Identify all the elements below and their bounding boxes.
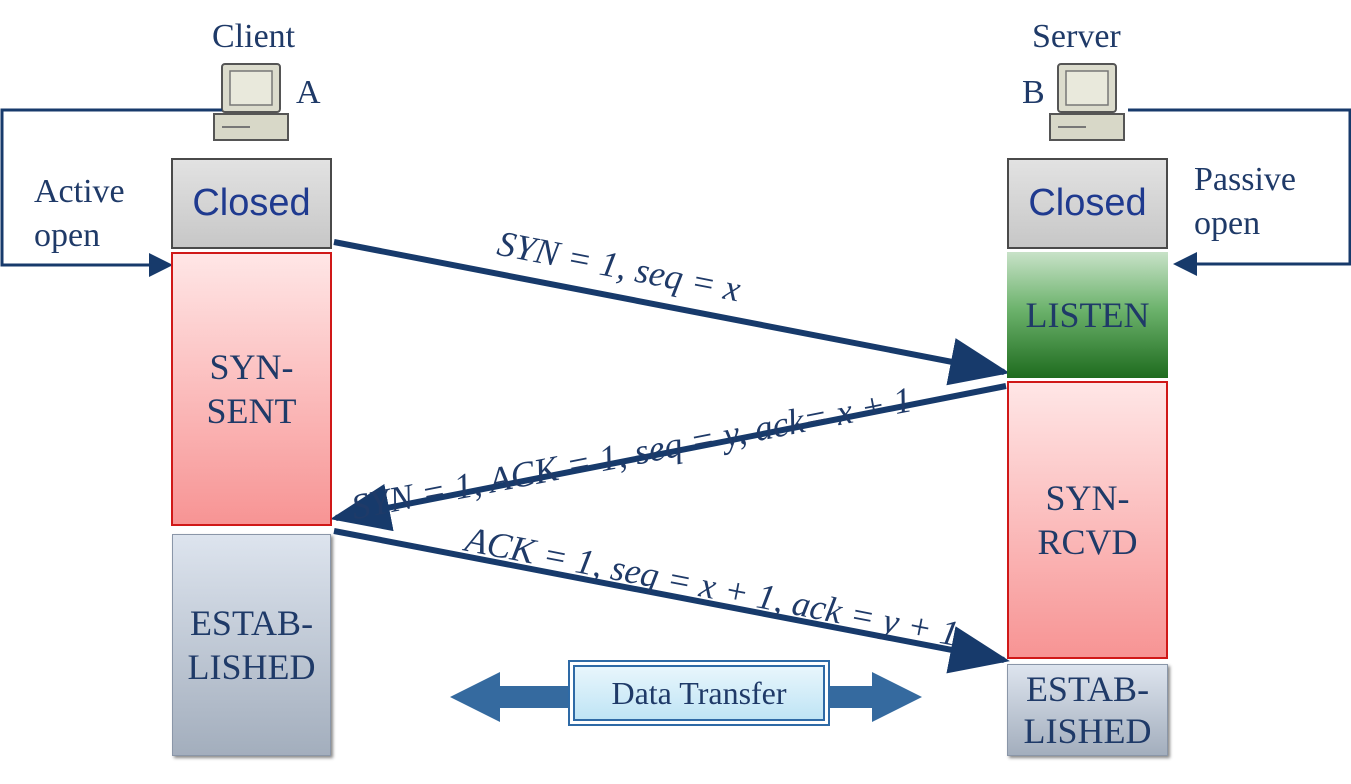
client-state-syn-sent: SYN-SENT bbox=[171, 252, 332, 526]
data-transfer-box: Data Transfer bbox=[568, 660, 830, 726]
ack-arrow bbox=[333, 528, 1010, 674]
client-title: Client bbox=[212, 18, 296, 55]
server-state-syn-rcvd: SYN-RCVD bbox=[1007, 381, 1168, 659]
client-state-established: ESTAB-LISHED bbox=[172, 534, 331, 756]
syn-ack-arrow bbox=[330, 383, 1007, 532]
syn-arrow bbox=[333, 239, 1010, 386]
passive-open-arrow bbox=[1128, 108, 1351, 276]
client-computer-icon bbox=[213, 63, 289, 141]
server-computer-icon bbox=[1049, 63, 1125, 141]
active-open-label: Active open bbox=[34, 173, 125, 254]
server-state-closed: Closed bbox=[1007, 158, 1168, 249]
data-transfer-label: Data Transfer bbox=[573, 665, 825, 721]
client-state-closed: Closed bbox=[171, 158, 332, 249]
server-state-established: ESTAB-LISHED bbox=[1007, 664, 1168, 756]
client-host-label: A bbox=[296, 74, 321, 111]
server-title: Server bbox=[1032, 18, 1121, 55]
server-host-label: B bbox=[1022, 74, 1045, 111]
server-state-listen: LISTEN bbox=[1007, 252, 1168, 378]
active-open-arrow bbox=[0, 108, 222, 277]
passive-open-label: Passive open bbox=[1194, 161, 1296, 242]
